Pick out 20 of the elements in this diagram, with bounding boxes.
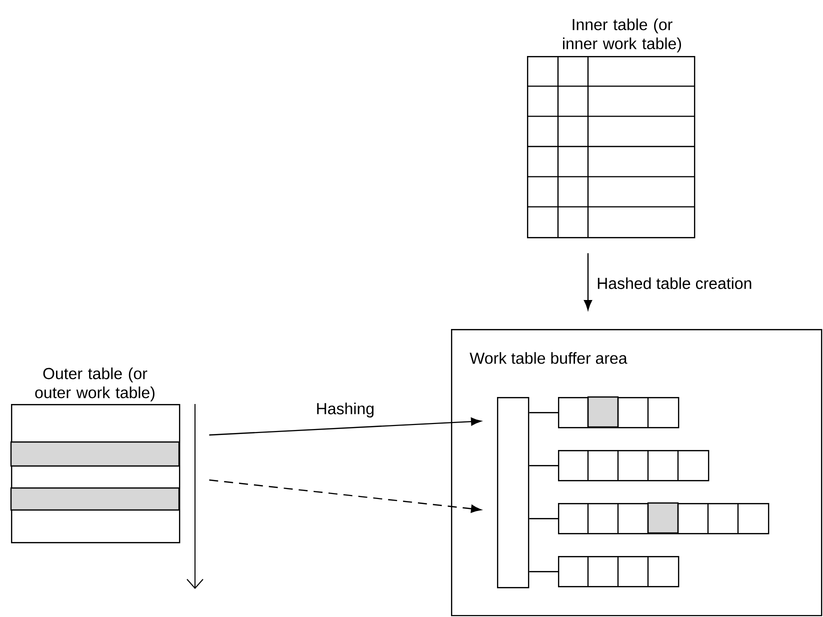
connector-line (529, 465, 558, 466)
hash-index-bar (497, 396, 530, 588)
bucket-row (558, 556, 680, 588)
arrow (584, 253, 592, 310)
arrow (209, 479, 482, 513)
table-drawing: Outer table (or outer work table) (10, 368, 180, 544)
arrow (209, 418, 482, 436)
edge-label: Hashed table creation (598, 277, 752, 290)
node-label: Inner table (or inner work table) (563, 18, 681, 52)
buffer-area-box (451, 329, 822, 616)
connector-line (529, 571, 558, 572)
table-drawing: Inner table (or inner work table) (527, 18, 696, 238)
edge-label: Hashing (317, 402, 374, 418)
bucket-row (558, 396, 680, 428)
node-label: Outer table (or outer work table) (35, 367, 154, 402)
connector-line (529, 518, 558, 520)
connector-line (529, 412, 558, 414)
area-title: Work table buffer area (470, 352, 628, 364)
bucket-row (558, 502, 770, 534)
bucket-row (558, 450, 710, 482)
